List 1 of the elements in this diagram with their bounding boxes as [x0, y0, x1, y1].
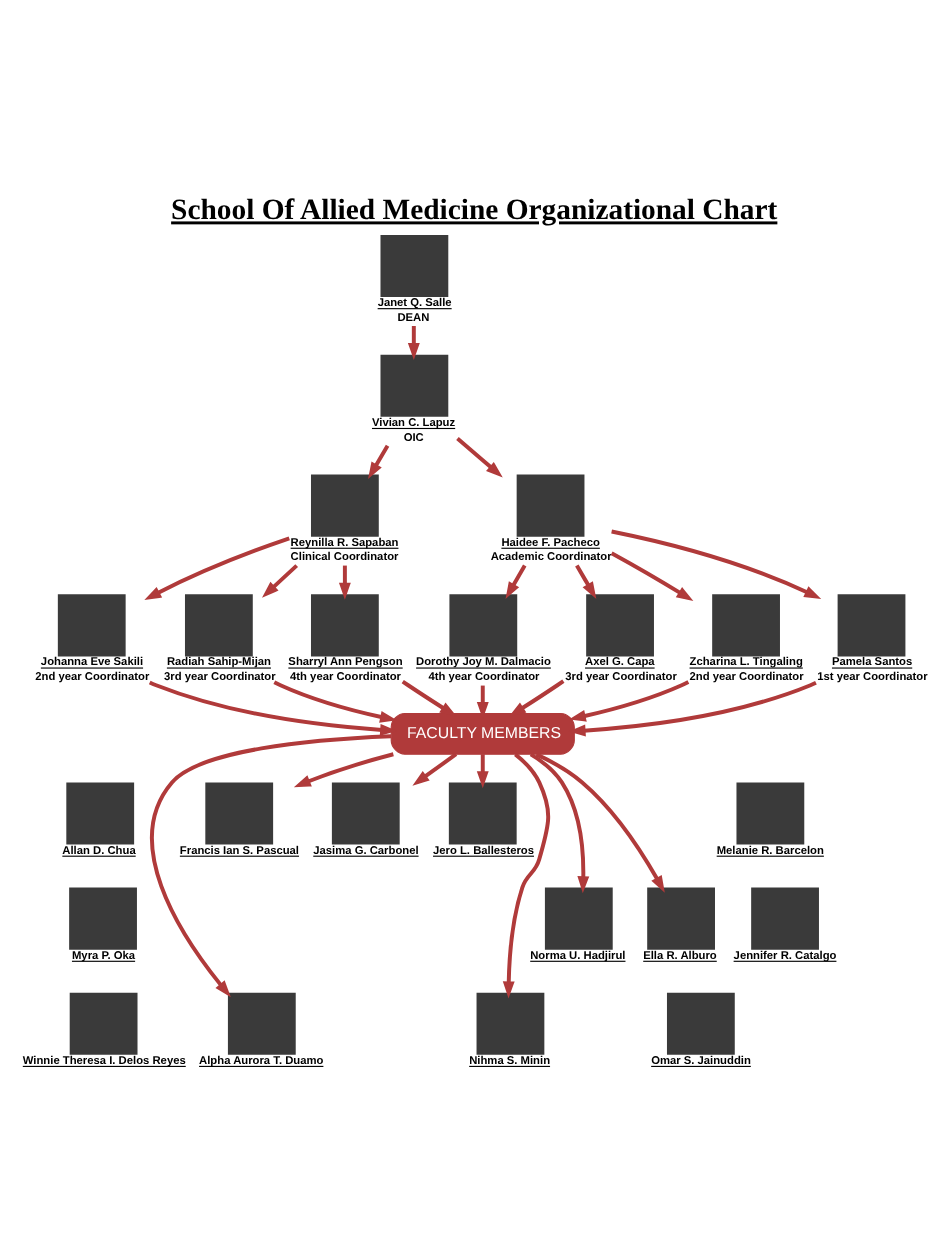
diagram-title: School Of Allied Medicine Organizational Chart — [171, 194, 778, 227]
